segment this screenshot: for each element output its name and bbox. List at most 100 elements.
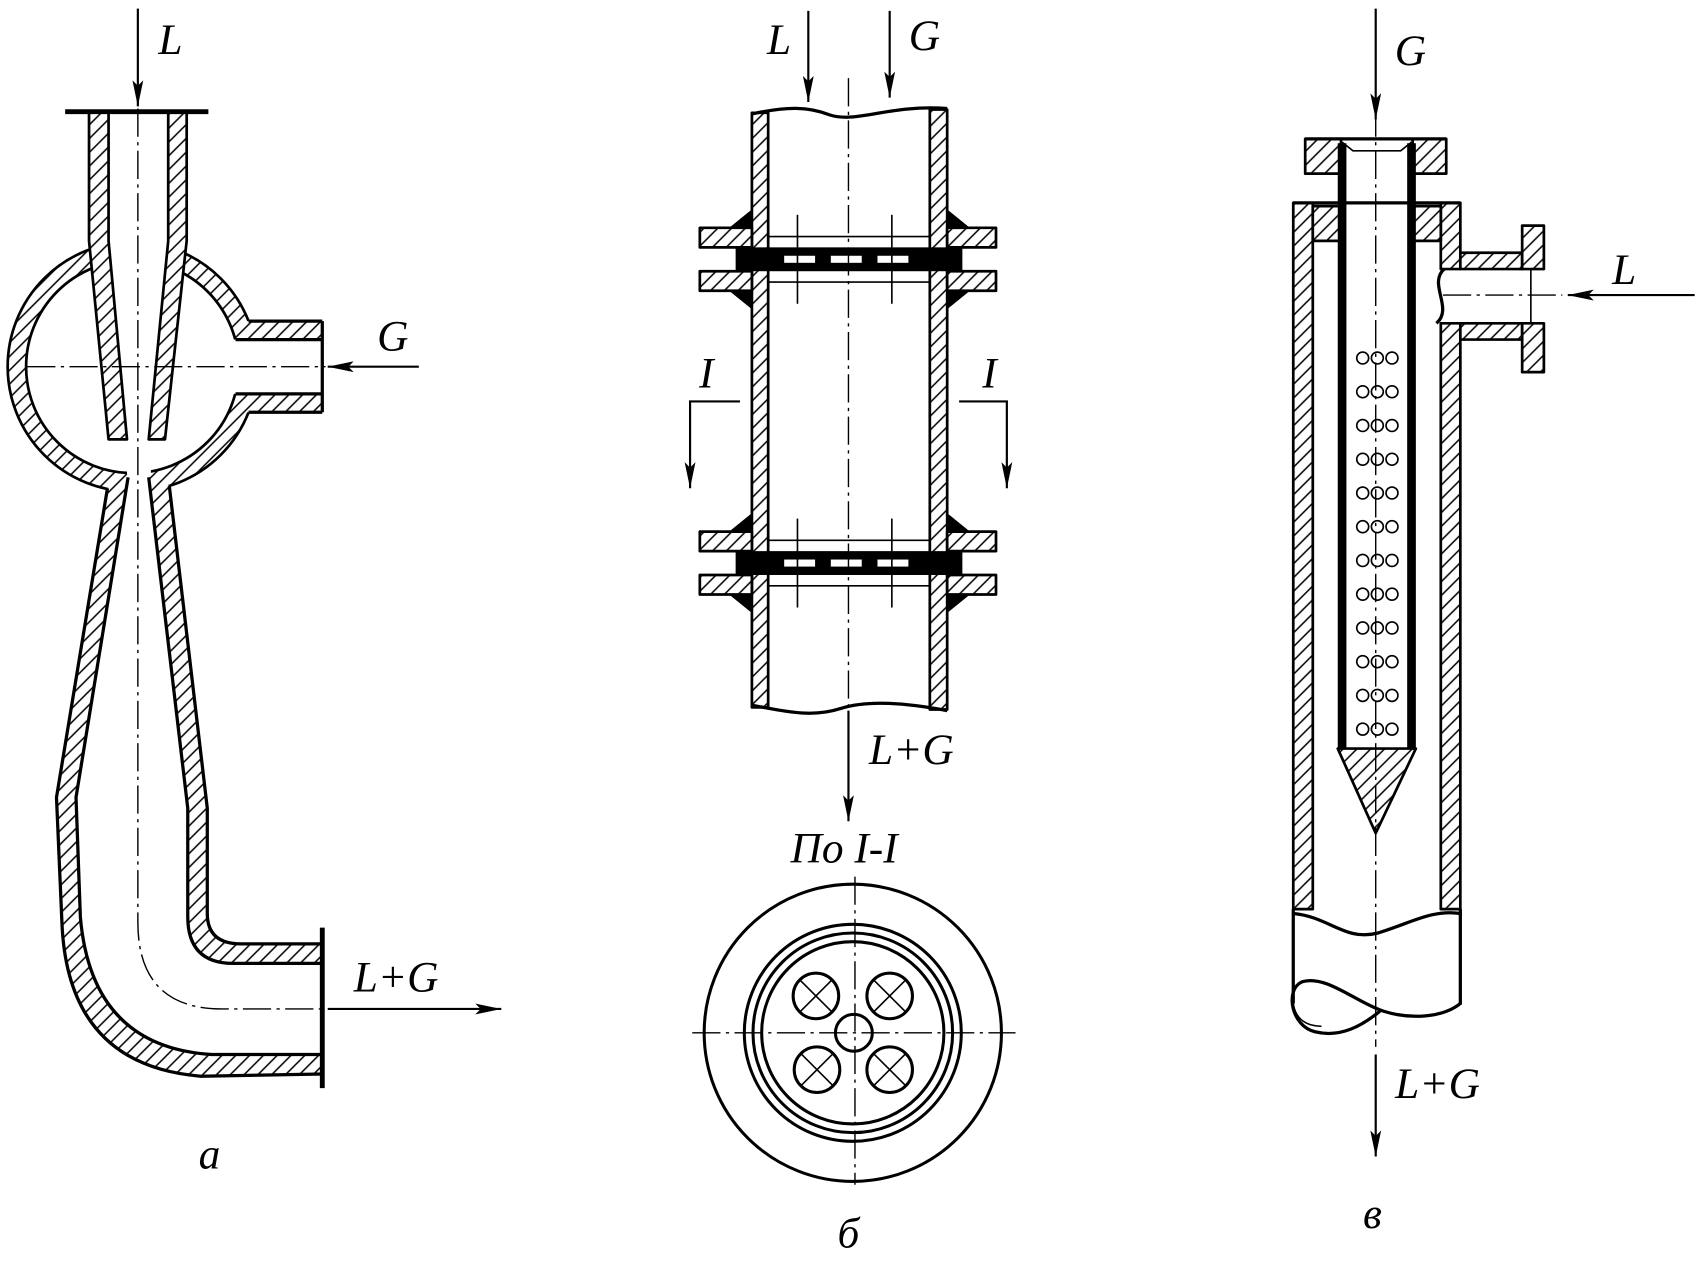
perforation-hole [1355,452,1370,467]
weld-top-right [947,209,970,228]
side-pipe-break-line [1435,267,1446,325]
side-pipe-outline [235,319,324,414]
perforation-hole [1355,384,1370,399]
side-pipe-top-wall [1458,251,1524,271]
plate-hole [782,254,817,265]
inner-tube-cone-tip [1336,747,1418,835]
perforation-hole [1370,452,1385,467]
section-arrow-right [959,400,1013,489]
diffuser-right-wall-outer-line [167,485,323,946]
perforation-hole [1385,384,1399,399]
perforation-hole [1385,688,1399,703]
top-cap-chamfer [1341,141,1413,152]
perforation-hole [1370,621,1385,635]
perforation-hole [1370,722,1385,736]
perforation-hole [1355,654,1370,669]
section-mark-left: I [698,349,716,397]
perforation-hole [1370,486,1385,500]
perforation-hole [1385,654,1399,669]
pipe-bottom-break-line [751,701,948,715]
pipe-right-wall [928,108,949,711]
upper-flange-left [698,226,754,249]
section-arrow-left [684,400,740,489]
label-l-inlet: L [157,16,182,64]
inner-tube-right-wall [1407,143,1416,749]
perforation-hole [1370,384,1385,399]
figure-c-perforated-tube-mixer: G L L+G в [1290,8,1695,1238]
perforation-hole [1385,351,1399,365]
caption-b: б [838,1210,861,1258]
perforation-hole [1385,418,1399,433]
perforation-hole [1355,621,1370,635]
perforation-hole [1355,519,1370,534]
figure-a-ejector: L G L+G а [6,8,502,1178]
pipe-top-break-line [751,106,948,119]
section-title: По I-I [790,824,901,872]
perforation-hole [1385,722,1399,736]
crossed-hole [792,1045,842,1095]
perforation-hole [1355,722,1370,736]
perforation-hole [1370,587,1385,601]
perforation-hole [1355,587,1370,601]
ejector-axis-centerline [137,108,326,1010]
label-g-inlet: G [377,312,408,360]
side-pipe-flange-upper [1520,224,1546,271]
caption-a: а [199,1130,221,1178]
top-cap-right [1411,137,1448,175]
section-mark-right: I [981,349,999,397]
perforation-hole [1385,486,1399,500]
figure-b-pipe-mixer: L G I I L+G По I-I [684,10,1016,1258]
lower-pipe-bottom-break-inner [1292,1003,1322,1028]
side-pipe-bottom-wall [240,393,323,413]
perforation-hole [1370,654,1385,669]
tube-holder-left [1311,204,1342,243]
plate-hole [875,254,911,265]
lower-pipe-top-break-line [1293,911,1461,937]
perforation-hole [1355,553,1370,568]
weld-top-left [729,209,752,228]
label-l-inlet: L [766,16,791,64]
perforation-hole [1385,587,1399,601]
shell-right-wall-lower [1439,321,1462,911]
diffuser-right-wall [148,473,323,964]
tube-holder-right [1412,204,1443,243]
plate-hole [829,254,864,265]
perforation-hole [1370,519,1385,534]
weld-bottom-right [947,290,970,310]
inner-tube-left-wall [1337,143,1347,749]
caption-c: в [1363,1190,1382,1238]
perforation-hole [1355,688,1370,703]
crossed-hole [791,971,841,1021]
perforation-hole [1355,486,1370,500]
top-cap-left [1303,137,1343,175]
label-l-plus-g-outlet: L+G [868,726,954,774]
upper-flange-right [945,226,998,249]
perforation-hole [1370,553,1385,568]
pipe-left-wall [750,111,770,709]
side-pipe-bottom-wall [1458,321,1524,341]
diffuser-left-wall-inner-line [74,477,323,1057]
label-l-plus-g-outlet: L+G [353,954,439,1002]
side-pipe-top-wall [240,321,323,340]
perforation-hole [1355,351,1370,365]
perforation-hole [1355,418,1370,433]
perforation-hole [1370,351,1385,365]
throat-bore [127,455,151,502]
shell-left-wall [1291,201,1315,911]
lower-flange-left [698,269,754,293]
crossed-hole [865,1045,914,1095]
perforation-hole [1385,519,1399,534]
lower-pipe-bottom-break-line [1290,978,1462,1036]
label-l-plus-g-outlet: L+G [1394,1060,1480,1108]
perforation-hole [1385,553,1399,568]
diffuser-left-wall-outer-line [54,487,323,1078]
perforation-hole [1385,452,1399,467]
perforation-hole [1370,418,1385,433]
perforation-hole [1370,688,1385,703]
label-g-inlet: G [909,12,940,60]
cross-section-view [692,876,1016,1185]
crossed-hole [865,971,914,1021]
shell-right-wall-upper [1439,201,1462,271]
diffuser-right-wall-inner-line [147,477,323,966]
